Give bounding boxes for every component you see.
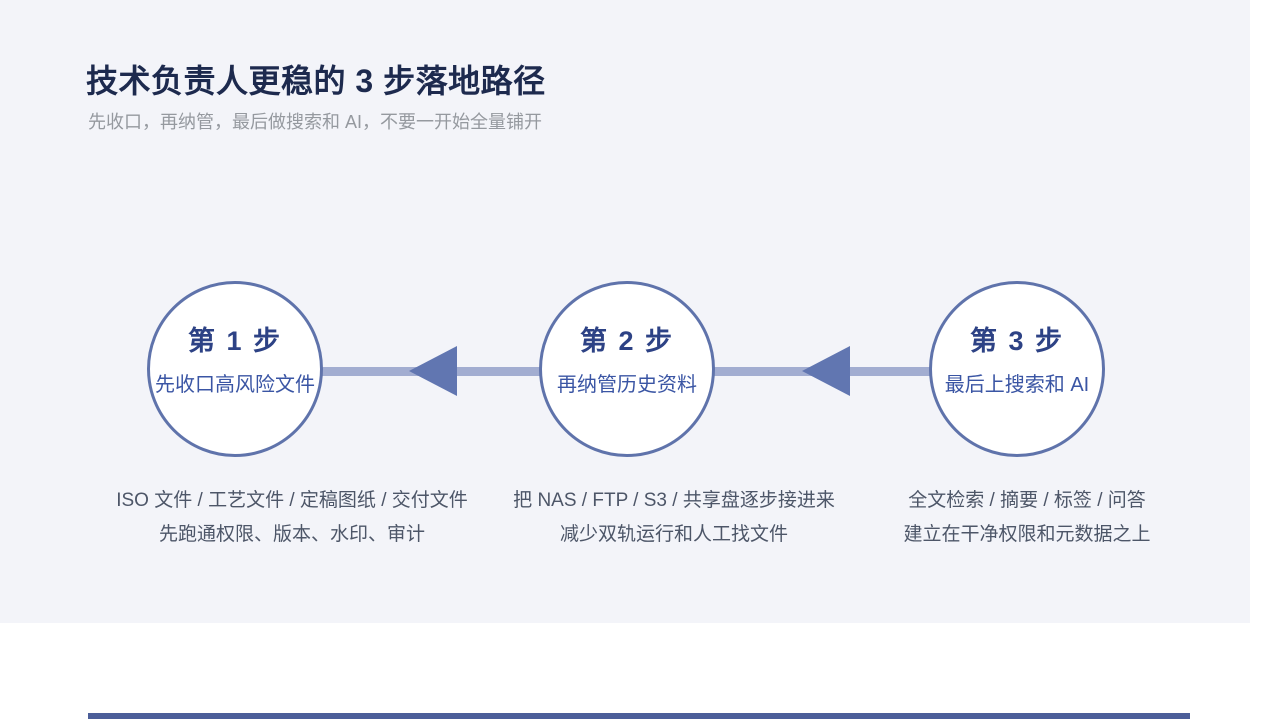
step-2-label: 第 2 步 xyxy=(579,326,675,356)
step-2-description-line2: 减少双轨运行和人工找文件 xyxy=(559,524,789,545)
step-3-circle: 第 3 步 最后上搜索和 AI xyxy=(929,281,1105,457)
step-3-label: 第 3 步 xyxy=(969,326,1064,356)
step-1-content: 第 1 步 先收口高风险文件 xyxy=(155,319,315,397)
page-title: 技术负责人更稳的 3 步落地路径 xyxy=(86,63,546,99)
step-3-description-line2: 建立在干净权限和元数据之上 xyxy=(903,524,1151,545)
step-2-name: 再纳管历史资料 xyxy=(557,374,697,396)
step-1-name: 先收口高风险文件 xyxy=(155,374,315,396)
left-arrow-icon xyxy=(409,346,457,396)
step-3-content: 第 3 步 最后上搜索和 AI xyxy=(945,319,1089,397)
page-subtitle: 先收口，再纳管，最后做搜索和 AI，不要一开始全量铺开 xyxy=(88,112,543,132)
step-1-description-line2: 先跑通权限、版本、水印、审计 xyxy=(158,524,425,545)
step-1-description: ISO 文件 / 工艺文件 / 定稿图纸 / 交付文件 先跑通权限、版本、水印、… xyxy=(116,484,468,552)
step-1-label: 第 1 步 xyxy=(187,326,283,356)
step-1-circle: 第 1 步 先收口高风险文件 xyxy=(147,281,323,457)
step-2-description: 把 NAS / FTP / S3 / 共享盘逐步接进来 减少双轨运行和人工找文件 xyxy=(513,484,835,552)
step-2-content: 第 2 步 再纳管历史资料 xyxy=(557,319,697,397)
step-2-circle: 第 2 步 再纳管历史资料 xyxy=(539,281,715,457)
step-3-name: 最后上搜索和 AI xyxy=(944,374,1090,396)
slide-canvas: 技术负责人更稳的 3 步落地路径 先收口，再纳管，最后做搜索和 AI，不要一开始… xyxy=(0,0,1250,623)
step-3-description-line1: 全文检索 / 摘要 / 标签 / 问答 xyxy=(908,490,1146,511)
step-3-description: 全文检索 / 摘要 / 标签 / 问答 建立在干净权限和元数据之上 xyxy=(903,484,1150,552)
bottom-accent-bar xyxy=(88,713,1190,719)
step-1-description-line1: ISO 文件 / 工艺文件 / 定稿图纸 / 交付文件 xyxy=(116,490,468,511)
step-2-description-line1: 把 NAS / FTP / S3 / 共享盘逐步接进来 xyxy=(513,490,835,511)
left-arrow-icon xyxy=(802,346,850,396)
